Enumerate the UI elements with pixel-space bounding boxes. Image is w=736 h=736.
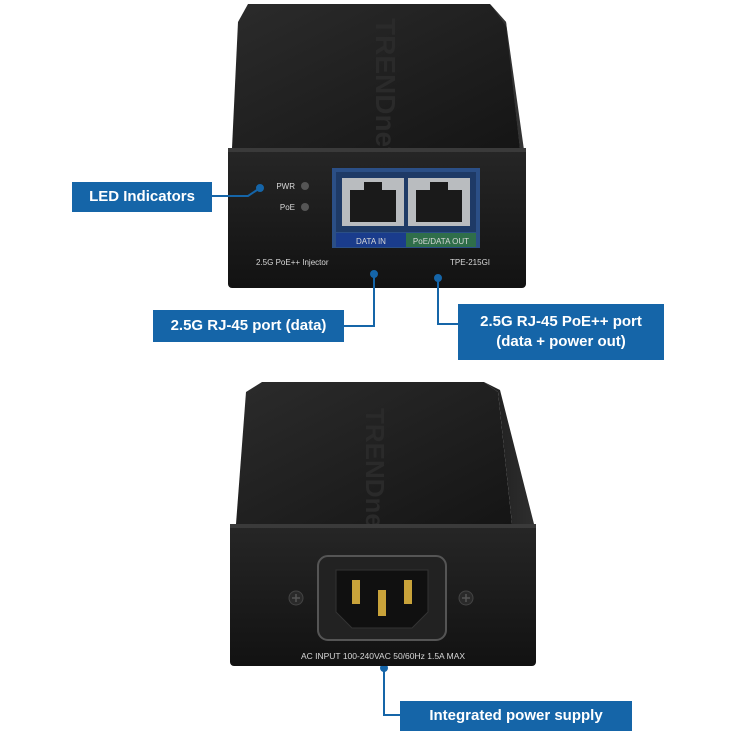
poe-led-label: PoE: [280, 203, 295, 212]
poe-port-label-line2: (data + power out): [496, 333, 626, 350]
poe-out-port: [408, 178, 470, 226]
ac-input-label: AC INPUT 100-240VAC 50/60Hz 1.5A MAX: [301, 651, 465, 661]
screw-left: [288, 590, 304, 606]
device-rear-brand-logo: TRENDnet: [360, 408, 390, 537]
device-rear-top-face: [236, 382, 512, 524]
pwr-led: [301, 182, 309, 190]
callout-connectors: [212, 184, 460, 716]
data-in-tag: [336, 233, 406, 247]
poe-out-label: PoE/DATA OUT: [413, 237, 469, 246]
poe-port-label-line1: 2.5G RJ-45 PoE++ port: [480, 313, 642, 330]
ac-power-inlet: [317, 555, 447, 641]
data-in-port: [342, 178, 404, 226]
screw-right: [458, 590, 474, 606]
model-label: TPE-215GI: [450, 258, 490, 267]
data-port-callout: 2.5G RJ-45 port (data): [153, 310, 344, 342]
device-rear-side-face: [484, 382, 534, 524]
data-port-label: 2.5G RJ-45 port (data): [170, 317, 327, 334]
pwr-led-label: PWR: [276, 182, 295, 191]
led-indicators-callout: LED Indicators: [72, 182, 212, 212]
data-in-label: DATA IN: [356, 237, 386, 246]
device-top-face: [232, 4, 520, 148]
poe-out-tag: [406, 233, 476, 247]
poe-injector-rear-view: TRENDnet AC INPUT 100-240VAC 50/60Hz 1.5…: [230, 382, 536, 666]
poe-injector-front-view: TRENDnet PWR PoE DATA IN PoE/DATA OUT 2.: [228, 4, 526, 288]
product-name-label: 2.5G PoE++ Injector: [256, 258, 329, 267]
led-indicators-label: LED Indicators: [89, 188, 195, 205]
poe-led: [301, 203, 309, 211]
device-side-face: [490, 4, 524, 150]
power-supply-label: Integrated power supply: [429, 707, 603, 724]
device-brand-logo: TRENDnet: [370, 18, 401, 156]
power-supply-callout: Integrated power supply: [400, 701, 632, 731]
poe-port-callout: 2.5G RJ-45 PoE++ port (data + power out): [458, 304, 664, 360]
